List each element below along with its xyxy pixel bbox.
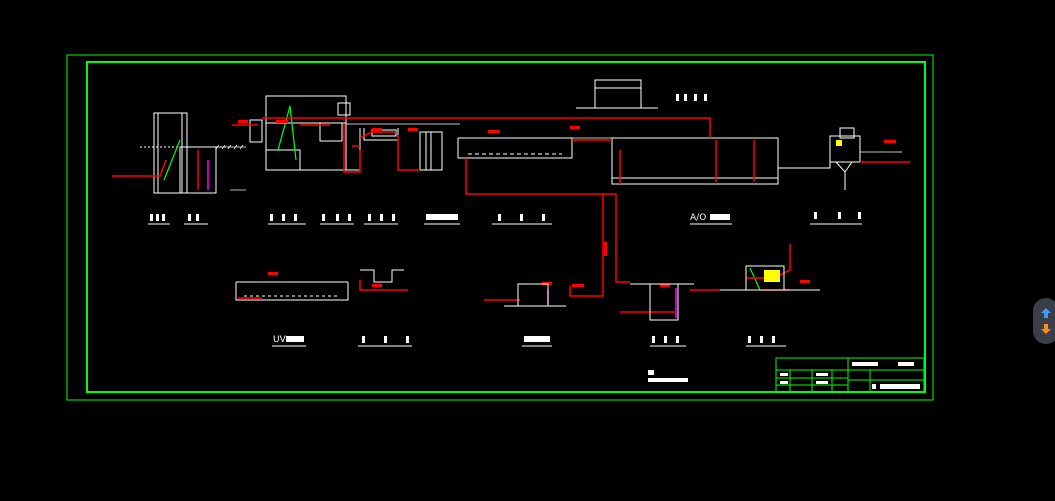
uv-label: UV <box>273 335 287 345</box>
scroll-up-button[interactable] <box>1039 306 1053 320</box>
process-structures-bottom <box>235 265 820 321</box>
arrow-down-icon <box>1041 324 1051 334</box>
title-block-text <box>780 362 920 389</box>
green-accent-lines <box>163 105 761 291</box>
caption-glyphs <box>150 94 861 382</box>
ground-hatch <box>214 123 902 191</box>
view-navigation-widget <box>1033 298 1055 344</box>
ao-label: A/O <box>690 213 706 223</box>
caption-marks <box>148 223 862 347</box>
scroll-down-button[interactable] <box>1039 322 1053 336</box>
outer-frame <box>66 54 934 401</box>
yellow-accents <box>764 140 842 282</box>
inner-frame <box>86 61 926 393</box>
arrow-up-icon <box>1041 308 1051 318</box>
process-structures-top <box>140 79 861 194</box>
title-block <box>775 357 925 393</box>
